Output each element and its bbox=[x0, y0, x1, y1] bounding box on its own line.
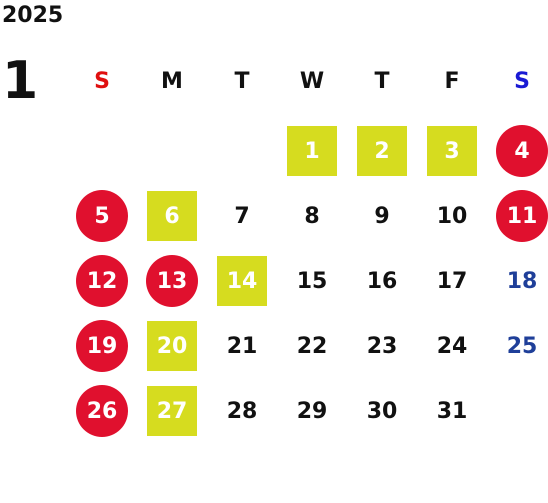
month-number: 1 bbox=[2, 51, 39, 111]
day-number: 10 bbox=[436, 203, 468, 229]
day-number: 8 bbox=[304, 203, 320, 229]
day-number: 23 bbox=[366, 333, 398, 359]
day-number: 26 bbox=[76, 385, 128, 437]
day-cell: 13 bbox=[146, 255, 198, 307]
day-cell: 9 bbox=[356, 190, 408, 242]
day-cell: 28 bbox=[216, 385, 268, 437]
day-cell: 2 bbox=[356, 125, 408, 177]
day-cell: 10 bbox=[426, 190, 478, 242]
day-number: 5 bbox=[76, 190, 128, 242]
day-number: 16 bbox=[366, 268, 398, 294]
day-cell: 18 bbox=[496, 255, 548, 307]
day-number: 30 bbox=[366, 398, 398, 424]
day-cell: 5 bbox=[76, 190, 128, 242]
weekday-label: W bbox=[299, 69, 325, 94]
day-cell: 25 bbox=[496, 320, 548, 372]
day-number: 14 bbox=[217, 256, 267, 306]
day-cell: 21 bbox=[216, 320, 268, 372]
day-cell: 3 bbox=[426, 125, 478, 177]
day-number: 6 bbox=[147, 191, 197, 241]
day-number: 13 bbox=[146, 255, 198, 307]
day-number: 31 bbox=[436, 398, 468, 424]
day-cell: 6 bbox=[146, 190, 198, 242]
day-number: 21 bbox=[226, 333, 258, 359]
day-cell: 17 bbox=[426, 255, 478, 307]
day-cell: 1 bbox=[286, 125, 338, 177]
day-cell: 30 bbox=[356, 385, 408, 437]
day-number: 15 bbox=[296, 268, 328, 294]
day-cell: 22 bbox=[286, 320, 338, 372]
day-number: 12 bbox=[76, 255, 128, 307]
day-cell: 24 bbox=[426, 320, 478, 372]
day-number: 28 bbox=[226, 398, 258, 424]
day-cell: 31 bbox=[426, 385, 478, 437]
day-number: 9 bbox=[374, 203, 390, 229]
day-number: 27 bbox=[147, 386, 197, 436]
day-number: 20 bbox=[147, 321, 197, 371]
weekday-label: S bbox=[514, 69, 530, 94]
day-number: 1 bbox=[287, 126, 337, 176]
day-cell: 29 bbox=[286, 385, 338, 437]
day-cell: 27 bbox=[146, 385, 198, 437]
day-cell: 16 bbox=[356, 255, 408, 307]
day-cell: 20 bbox=[146, 320, 198, 372]
weekday-label: F bbox=[444, 69, 460, 94]
day-cell: 26 bbox=[76, 385, 128, 437]
day-number: 11 bbox=[496, 190, 548, 242]
year-label: 2025 bbox=[2, 3, 64, 28]
day-number: 7 bbox=[234, 203, 250, 229]
day-cell: 4 bbox=[496, 125, 548, 177]
day-cell: 8 bbox=[286, 190, 338, 242]
day-cell: 15 bbox=[286, 255, 338, 307]
day-cell: 19 bbox=[76, 320, 128, 372]
weekday-label: S bbox=[94, 69, 110, 94]
day-cell: 14 bbox=[216, 255, 268, 307]
weekday-label: T bbox=[234, 69, 250, 94]
day-cell: 23 bbox=[356, 320, 408, 372]
day-number: 2 bbox=[357, 126, 407, 176]
weekday-label: T bbox=[374, 69, 390, 94]
day-number: 22 bbox=[296, 333, 328, 359]
day-cell: 12 bbox=[76, 255, 128, 307]
day-number: 4 bbox=[496, 125, 548, 177]
day-cell: 11 bbox=[496, 190, 548, 242]
day-number: 29 bbox=[296, 398, 328, 424]
day-number: 18 bbox=[506, 268, 538, 294]
day-number: 24 bbox=[436, 333, 468, 359]
weekday-label: M bbox=[161, 69, 183, 94]
day-number: 3 bbox=[427, 126, 477, 176]
day-number: 17 bbox=[436, 268, 468, 294]
day-number: 25 bbox=[506, 333, 538, 359]
day-cell: 7 bbox=[216, 190, 268, 242]
day-number: 19 bbox=[76, 320, 128, 372]
